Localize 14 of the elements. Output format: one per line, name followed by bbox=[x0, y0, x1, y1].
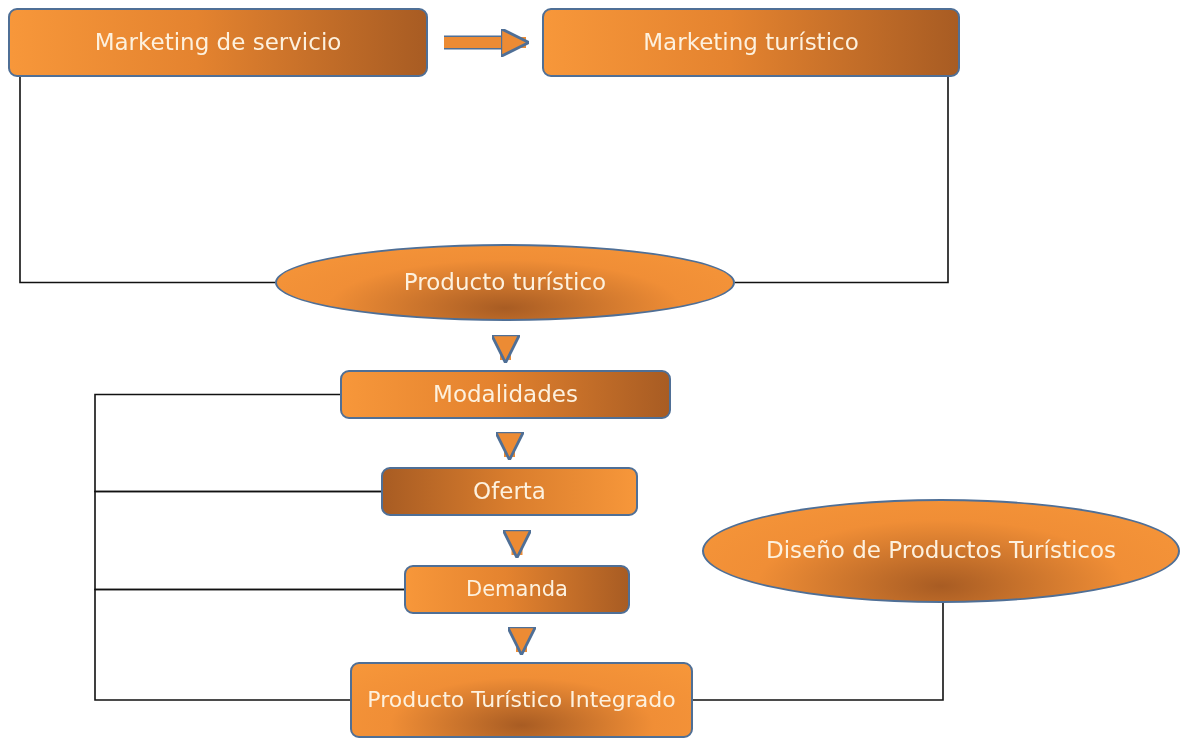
process-box bbox=[340, 370, 671, 419]
node-label: Demanda bbox=[466, 576, 568, 604]
node-label: Producto Turístico Integrado bbox=[367, 686, 676, 715]
node-label: Producto turístico bbox=[403, 267, 607, 297]
process-box bbox=[350, 662, 693, 738]
process-box bbox=[8, 8, 428, 77]
node-label: Diseño de Productos Turísticos bbox=[766, 536, 1116, 566]
process-box bbox=[542, 8, 960, 77]
node-label: Marketing turístico bbox=[643, 27, 859, 57]
process-box bbox=[404, 565, 630, 614]
node-label: Marketing de servicio bbox=[94, 27, 342, 57]
node-label: Modalidades bbox=[433, 379, 578, 409]
process-box bbox=[381, 467, 638, 516]
node-label: Oferta bbox=[473, 476, 546, 506]
